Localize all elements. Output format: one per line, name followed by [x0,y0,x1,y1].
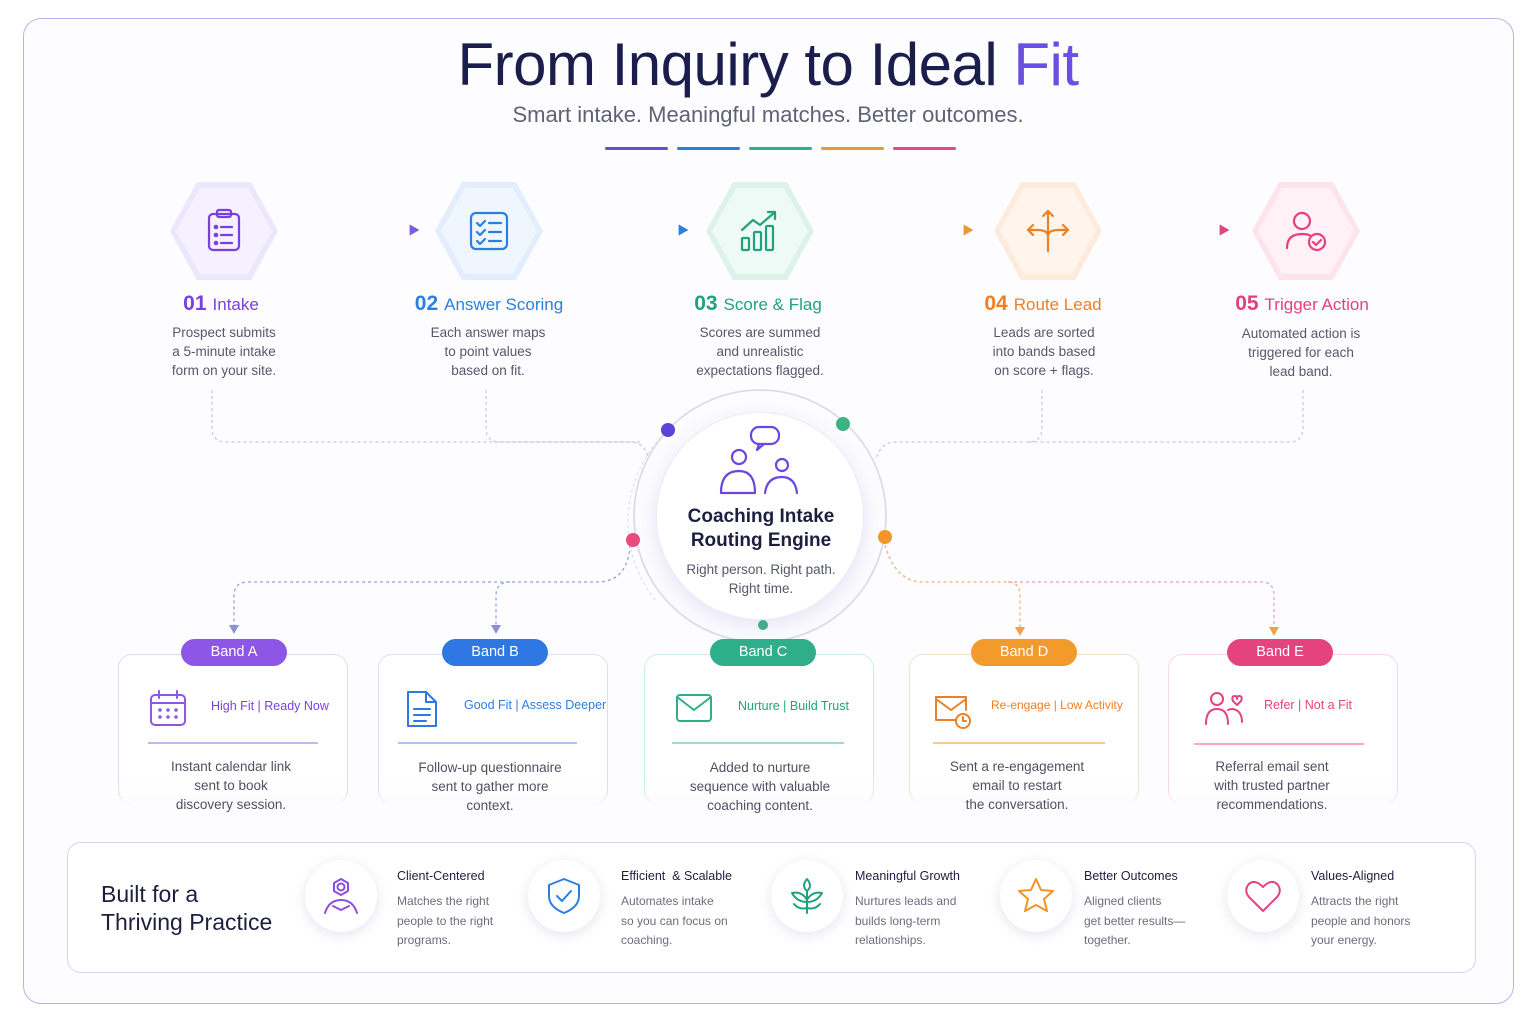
feature-client-centered-badge [305,860,377,932]
band-b-card [378,654,608,804]
user-check-icon [1285,211,1327,252]
checklist-icon [469,211,509,251]
feature-client-centered-title: Client-Centered [397,869,485,883]
color-bar-purple [605,147,668,150]
step-1-hexagon [170,182,278,280]
band-b-pill: Band B [442,639,548,666]
band-d-pill: Band D [971,639,1077,666]
step-4-hexagon [994,182,1102,280]
band-d-tag: Re-engage | Low Activity [991,698,1123,712]
clipboard-icon [207,208,241,252]
band-a-card [118,654,348,804]
referral-icon [1205,692,1243,725]
hub-subtitle: Right person. Right path.Right time. [686,562,836,596]
mail-clock-icon [935,696,971,729]
person-icon [324,878,358,914]
feature-meaningful-growth-title: Meaningful Growth [855,869,960,883]
calendar-icon [150,690,186,726]
step-3-hexagon [706,182,814,280]
coaching-conversation-icon [719,425,799,495]
step-2-hexagon [435,182,543,280]
heart-icon [1245,881,1281,912]
band-e-divider [1194,743,1364,745]
star-icon [1018,878,1054,912]
document-icon [407,691,437,727]
feature-values-aligned-title: Values-Aligned [1311,869,1395,883]
feature-meaningful-growth-badge [771,860,843,932]
band-d-card [909,654,1139,804]
band-c-card [644,654,874,804]
band-c-tag: Nurture | Build Trust [738,699,849,713]
band-e-pill: Band E [1227,639,1333,666]
feature-efficient-scalable-badge [528,860,600,932]
color-bars [605,147,956,150]
band-e-tag: Refer | Not a Fit [1264,698,1352,712]
mail-icon [676,694,712,722]
band-c-divider [672,742,844,744]
band-b-tag: Good Fit | Assess Deeper [464,698,607,712]
feature-better-outcomes-title: Better Outcomes [1084,869,1178,883]
step-5-hexagon [1252,182,1360,280]
band-c-pill: Band C [710,639,816,666]
color-bar-pink [893,147,956,150]
band-d-divider [933,742,1105,744]
page-title: From Inquiry to Ideal Fit [457,31,1079,98]
growth-chart-icon [740,210,777,252]
feature-values-aligned-badge [1227,860,1299,932]
color-bar-blue [677,147,740,150]
color-bar-green [749,147,812,150]
page-subtitle: Smart intake. Meaningful matches. Better… [512,102,1024,127]
feature-efficient-scalable-title: Efficient & Scalable [621,869,732,883]
sprout-icon [791,878,823,914]
band-b-divider [398,742,577,744]
feature-better-outcomes-badge [1000,860,1072,932]
route-arrows-icon [1026,209,1070,253]
band-e-card [1168,654,1398,804]
shield-check-icon [548,878,580,914]
band-a-pill: Band A [181,639,287,666]
band-a-tag: High Fit | Ready Now [211,699,329,713]
band-a-divider [148,742,318,744]
color-bar-orange [821,147,884,150]
